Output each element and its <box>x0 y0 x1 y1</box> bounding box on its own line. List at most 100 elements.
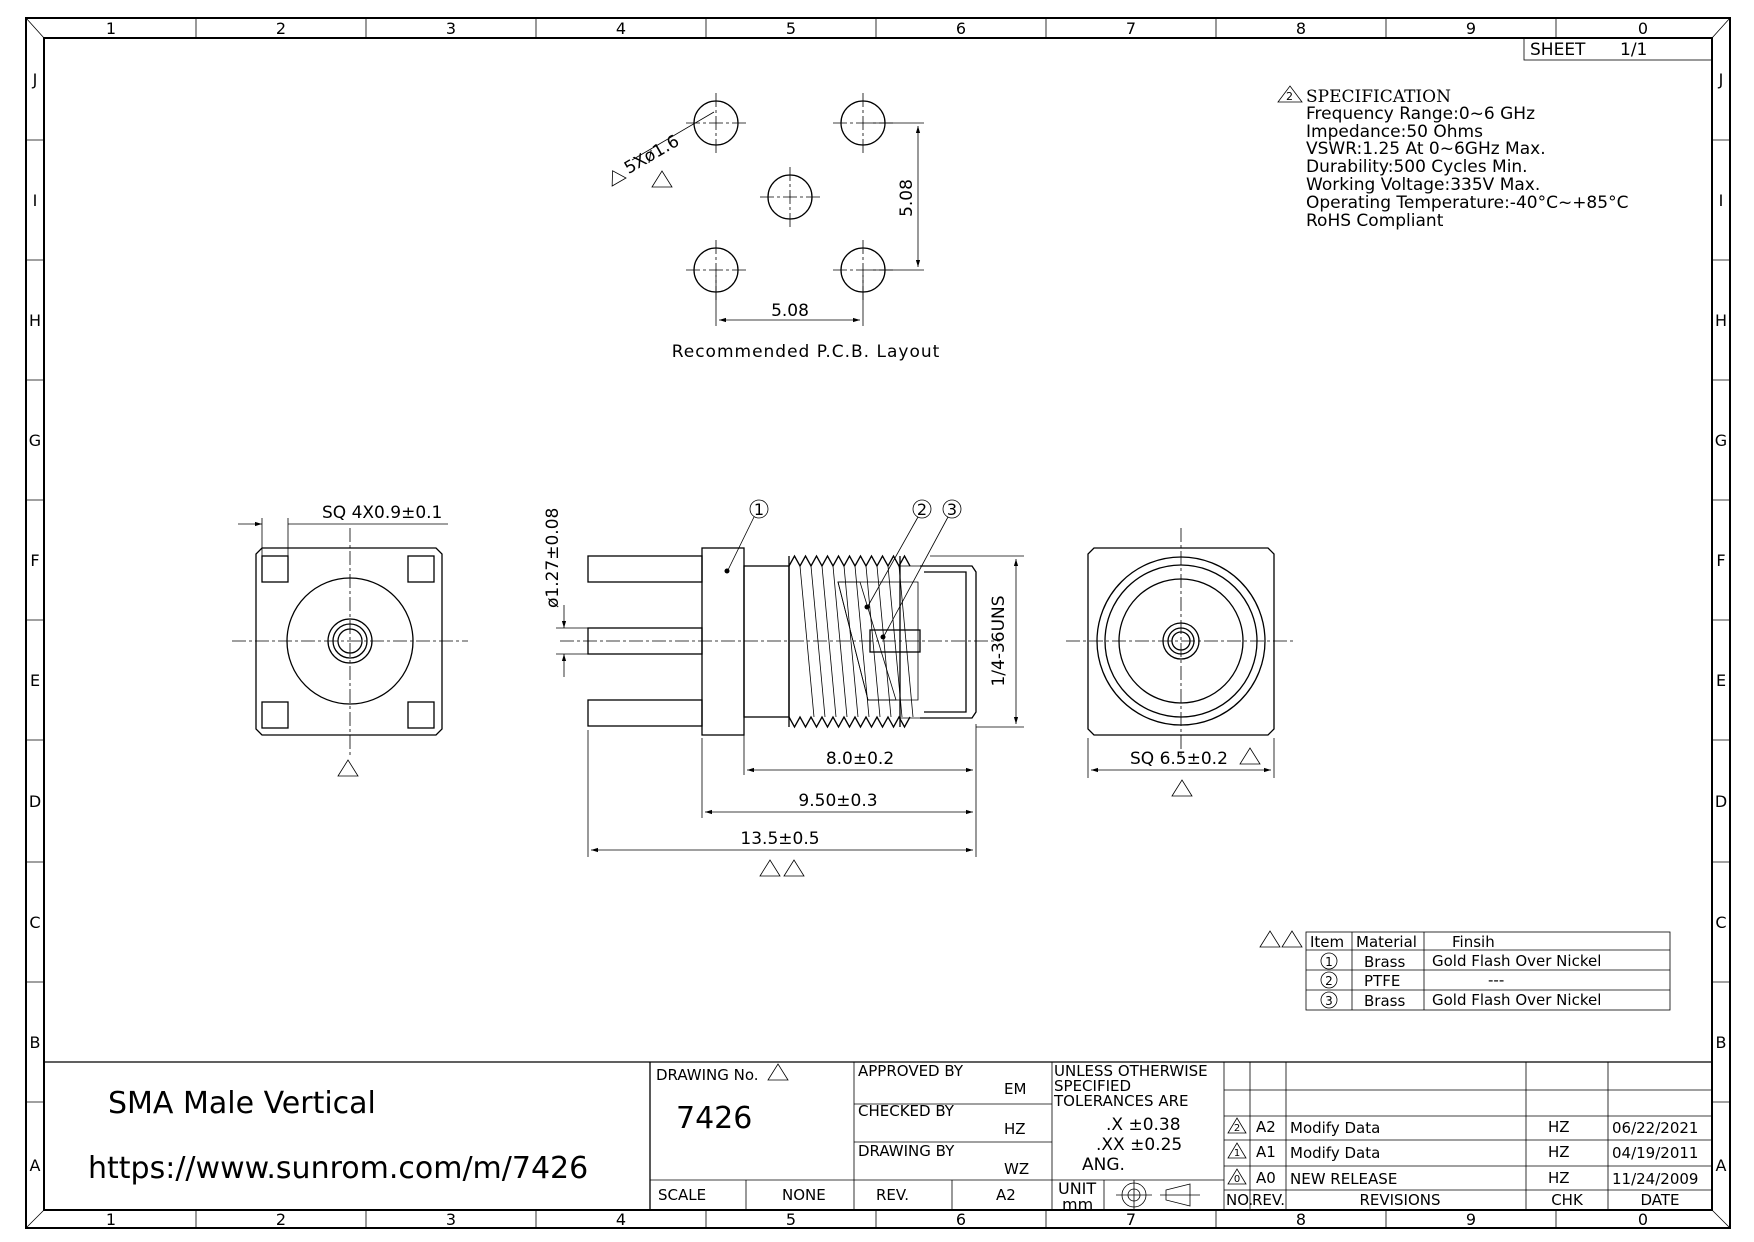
drawing-by-label: DRAWING BY <box>858 1142 955 1160</box>
rev1-triangle-icon <box>767 1063 789 1081</box>
rev-header-rev: REV. <box>1252 1191 1285 1209</box>
drawing-no-label: DRAWING No. <box>656 1066 759 1084</box>
mat-header-finish: Finsih <box>1452 933 1495 951</box>
grid-row-label: A <box>30 1156 41 1175</box>
rev-desc: NEW RELEASE <box>1290 1170 1397 1188</box>
specification-block: 2 SPECIFICATION Frequency Range:0~6 GHz … <box>1277 85 1628 231</box>
rev-desc: Modify Data <box>1290 1119 1380 1137</box>
grid-col-label: 7 <box>1126 1210 1136 1229</box>
revision-rows: 2 A2 Modify Data HZ 06/22/2021 1 A1 Modi… <box>1227 1117 1698 1188</box>
rev-no: 1 <box>1234 1148 1240 1159</box>
grid-row-label: E <box>30 671 40 690</box>
rev-value: A2 <box>996 1186 1016 1204</box>
spec-line: Durability:500 Cycles Min. <box>1306 157 1528 177</box>
grid-row-label: B <box>30 1033 41 1052</box>
tolerance-text: UNLESS OTHERWISE <box>1054 1062 1208 1080</box>
rev-no-triangle-icon <box>1227 1142 1247 1159</box>
grid-col-label: 3 <box>446 19 456 38</box>
rev-date: 11/24/2009 <box>1612 1170 1698 1188</box>
grid-row-label: A <box>1716 1156 1727 1175</box>
grid-col-label: 0 <box>1638 19 1648 38</box>
rev2-triangle-icon <box>1277 85 1303 103</box>
grid-col-label: 8 <box>1296 1210 1306 1229</box>
grid-col-label: 4 <box>616 19 626 38</box>
grid-ticks <box>26 18 1730 1228</box>
grid-row-label: G <box>29 431 41 450</box>
rev-code: A1 <box>1256 1143 1276 1161</box>
rev-no: 2 <box>1234 1123 1240 1134</box>
tolerance-ang: ANG. <box>1082 1155 1125 1175</box>
product-url: https://www.sunrom.com/m/7426 <box>88 1151 588 1186</box>
mat-item: 3 <box>1325 994 1333 1008</box>
mat-header-material: Material <box>1356 933 1417 951</box>
grid-col-label: 6 <box>956 19 966 38</box>
pcb-layout: 5Xø1.6 5.08 5.08 Recommended P.C.B. Layo… <box>611 93 941 362</box>
grid-col-label: 3 <box>446 1210 456 1229</box>
callout-1: 1 <box>754 500 764 519</box>
mat-header-item: Item <box>1310 933 1344 951</box>
rev-chk: HZ <box>1548 1169 1570 1187</box>
rev2-triangle-icon <box>759 859 781 877</box>
end-view-dim: SQ 6.5±0.2 <box>1130 749 1228 769</box>
rev-header-date: DATE <box>1640 1191 1679 1209</box>
grid-col-label: 2 <box>276 19 286 38</box>
mat-finish: Gold Flash Over Nickel <box>1432 991 1601 1009</box>
mat-material: Brass <box>1364 953 1405 971</box>
pcb-hole <box>760 167 820 227</box>
mat-material: Brass <box>1364 992 1405 1010</box>
sheet-label: SHEET <box>1530 40 1586 60</box>
rev2-triangle-icon <box>611 170 627 187</box>
rev-code: A2 <box>1256 1118 1276 1136</box>
rev1-triangle-icon <box>337 759 359 777</box>
spec-line: VSWR:1.25 At 0~6GHz Max. <box>1306 139 1546 159</box>
callout-3: 3 <box>947 500 957 519</box>
length-dim-1: 8.0±0.2 <box>826 749 894 769</box>
tolerance-text: TOLERANCES ARE <box>1053 1092 1189 1110</box>
end-view: SQ 6.5±0.2 <box>1066 528 1296 797</box>
grid-row-label: J <box>1718 70 1724 89</box>
grid-col-label: 0 <box>1638 1210 1648 1229</box>
rev-header-chk: CHK <box>1551 1191 1584 1209</box>
rev2-triangle-icon <box>1171 779 1193 797</box>
mat-finish: Gold Flash Over Nickel <box>1432 952 1601 970</box>
scale-value: NONE <box>782 1186 826 1204</box>
grid-row-label: F <box>30 551 39 570</box>
front-view: SQ 4X0.9±0.1 <box>232 503 468 777</box>
grid-col-label: 9 <box>1466 19 1476 38</box>
rev1-triangle-icon <box>1239 747 1261 765</box>
rev-no-triangle-icon <box>1227 1117 1247 1134</box>
spec-line: Operating Temperature:-40°C~+85°C <box>1306 193 1628 213</box>
grid-row-label: F <box>1716 551 1725 570</box>
rev-date: 04/19/2011 <box>1612 1144 1698 1162</box>
grid-row-label: I <box>33 191 38 210</box>
rev-desc: Modify Data <box>1290 1144 1380 1162</box>
revisions-table: 2 A2 Modify Data HZ 06/22/2021 1 A1 Modi… <box>1224 1062 1712 1210</box>
grid-col-label: 6 <box>956 1210 966 1229</box>
sheet-box: SHEET 1/1 <box>1523 37 1713 61</box>
rev1-triangle-icon <box>651 170 673 188</box>
rev-label: REV. <box>876 1186 909 1204</box>
pcb-dim-vertical: 5.08 <box>897 179 917 217</box>
rev2-triangle-icon <box>1259 930 1281 948</box>
grid-row-label: D <box>1715 792 1727 811</box>
title-block: SMA Male Vertical https://www.sunrom.com… <box>44 1061 1712 1214</box>
length-dim-2: 9.50±0.3 <box>798 791 877 811</box>
pcb-caption: Recommended P.C.B. Layout <box>672 342 941 362</box>
tolerance-text: SPECIFIED <box>1054 1077 1131 1095</box>
material-table: Item Material Finsih 1 Brass Gold Flash … <box>1259 930 1671 1011</box>
scale-label: SCALE <box>658 1186 706 1204</box>
mat-item: 2 <box>1325 974 1333 988</box>
callout-2: 2 <box>917 500 927 519</box>
pcb-dim-horizontal: 5.08 <box>771 301 809 321</box>
grid-row-label: C <box>1715 913 1726 932</box>
grid-col-label: 7 <box>1126 19 1136 38</box>
grid-row-label: I <box>1719 191 1724 210</box>
grid-col-label: 5 <box>786 19 796 38</box>
sheet-number: 1/1 <box>1620 40 1647 60</box>
corner-bevels <box>25 17 1731 1229</box>
grid-col-label: 9 <box>1466 1210 1476 1229</box>
rev-no-triangle-icon <box>1227 1168 1247 1185</box>
rev-code: A0 <box>1256 1169 1276 1187</box>
